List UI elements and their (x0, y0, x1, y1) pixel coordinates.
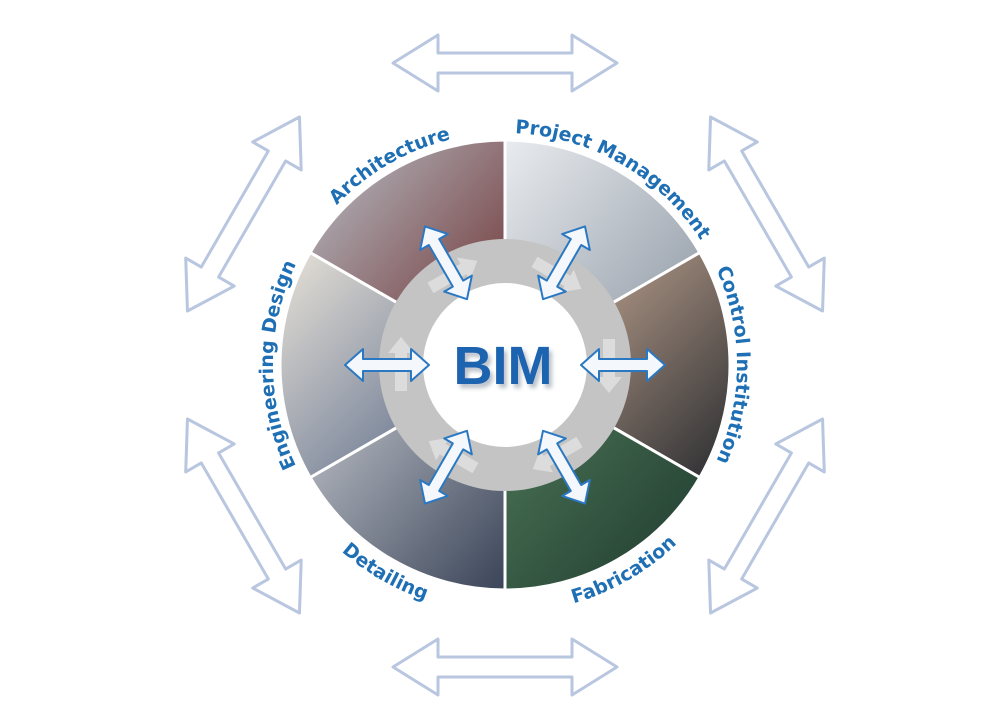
inner-arrows (344, 225, 666, 505)
inner-radial-arrow (537, 225, 591, 301)
outer-double-arrow (184, 417, 303, 615)
outer-double-arrow (707, 115, 826, 313)
outer-double-arrow (184, 115, 303, 313)
outer-double-arrow (391, 637, 619, 697)
bim-title: BIM (454, 336, 553, 396)
inner-radial-arrow (344, 348, 430, 382)
outer-arrows (184, 33, 826, 697)
inner-radial-arrow (419, 429, 473, 505)
inner-radial-arrow (580, 348, 666, 382)
outer-double-arrow (391, 33, 619, 93)
inner-radial-arrow (537, 429, 591, 505)
outer-double-arrow (707, 417, 826, 615)
center-circle (423, 283, 587, 447)
inner-radial-arrow (419, 225, 473, 301)
